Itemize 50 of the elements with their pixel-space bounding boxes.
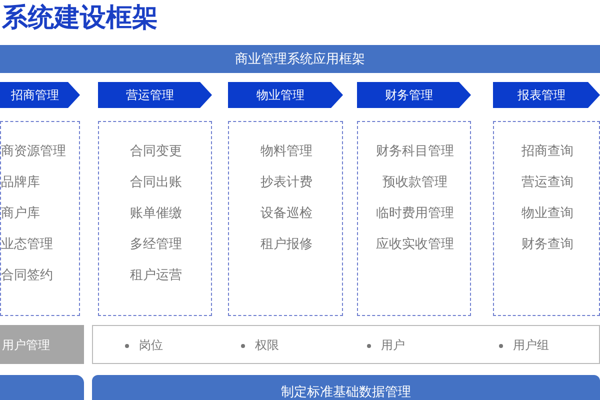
list-item: 用户 [381, 337, 405, 354]
menu-item: 商资源管理 [1, 143, 66, 160]
chevron-tab [0, 82, 80, 108]
tab-title: 财务管理 [384, 87, 434, 104]
header-band [0, 45, 600, 73]
list-item: 岗位 [139, 337, 163, 354]
menu-item: 物业查询 [520, 205, 574, 222]
menu-item: 预收款管理 [382, 174, 448, 191]
chevron-tab [493, 82, 600, 108]
menu-item: 物料管理 [260, 143, 314, 160]
chevron-tab [357, 82, 471, 108]
menu-item: 租户报修 [260, 236, 314, 253]
menu-item: 租户运营 [129, 267, 183, 284]
menu-item: 品牌库 [1, 174, 40, 191]
list-item: 用户组 [513, 337, 549, 354]
dashed-box [98, 121, 212, 316]
menu-item: 业态管理 [1, 236, 53, 253]
list-item: 权限 [255, 337, 279, 354]
dashed-box [357, 121, 471, 316]
tab-title: 物业管理 [256, 87, 306, 104]
menu-item: 设备巡检 [260, 205, 314, 222]
menu-item: 临时费用管理 [375, 205, 455, 222]
tab-title: 营运管理 [125, 87, 175, 104]
menu-item: 合同签约 [1, 267, 53, 284]
menu-item: 合同变更 [129, 143, 183, 160]
menu-item: 合同出账 [129, 174, 183, 191]
tab-title: 报表管理 [516, 87, 566, 104]
menu-item: 营运查询 [520, 174, 574, 191]
menu-item: 财务科目管理 [375, 143, 455, 160]
menu-item: 商户库 [1, 205, 40, 222]
band-title: 制定标准基础数据管理 [280, 384, 412, 400]
side-box [0, 375, 84, 400]
list-box [92, 325, 600, 364]
chevron-tab [228, 82, 343, 108]
row-title: 用户管理 [2, 337, 50, 354]
footer-band [92, 375, 600, 400]
tab-title: 招商管理 [10, 87, 60, 104]
chevron-tab [98, 82, 212, 108]
menu-item: 账单催缴 [129, 205, 183, 222]
menu-item: 抄表计费 [260, 174, 314, 191]
page-title: 系统建设框架 [2, 3, 158, 33]
menu-item: 财务查询 [520, 236, 574, 253]
band-title: 商业管理系统应用框架 [234, 51, 366, 68]
dashed-box [493, 121, 600, 316]
dashed-box [0, 121, 80, 316]
menu-item: 应收实收管理 [375, 236, 455, 253]
label-box [0, 325, 84, 364]
menu-item: 多经管理 [129, 236, 183, 253]
menu-item: 招商查询 [520, 143, 574, 160]
dashed-box [228, 121, 343, 316]
